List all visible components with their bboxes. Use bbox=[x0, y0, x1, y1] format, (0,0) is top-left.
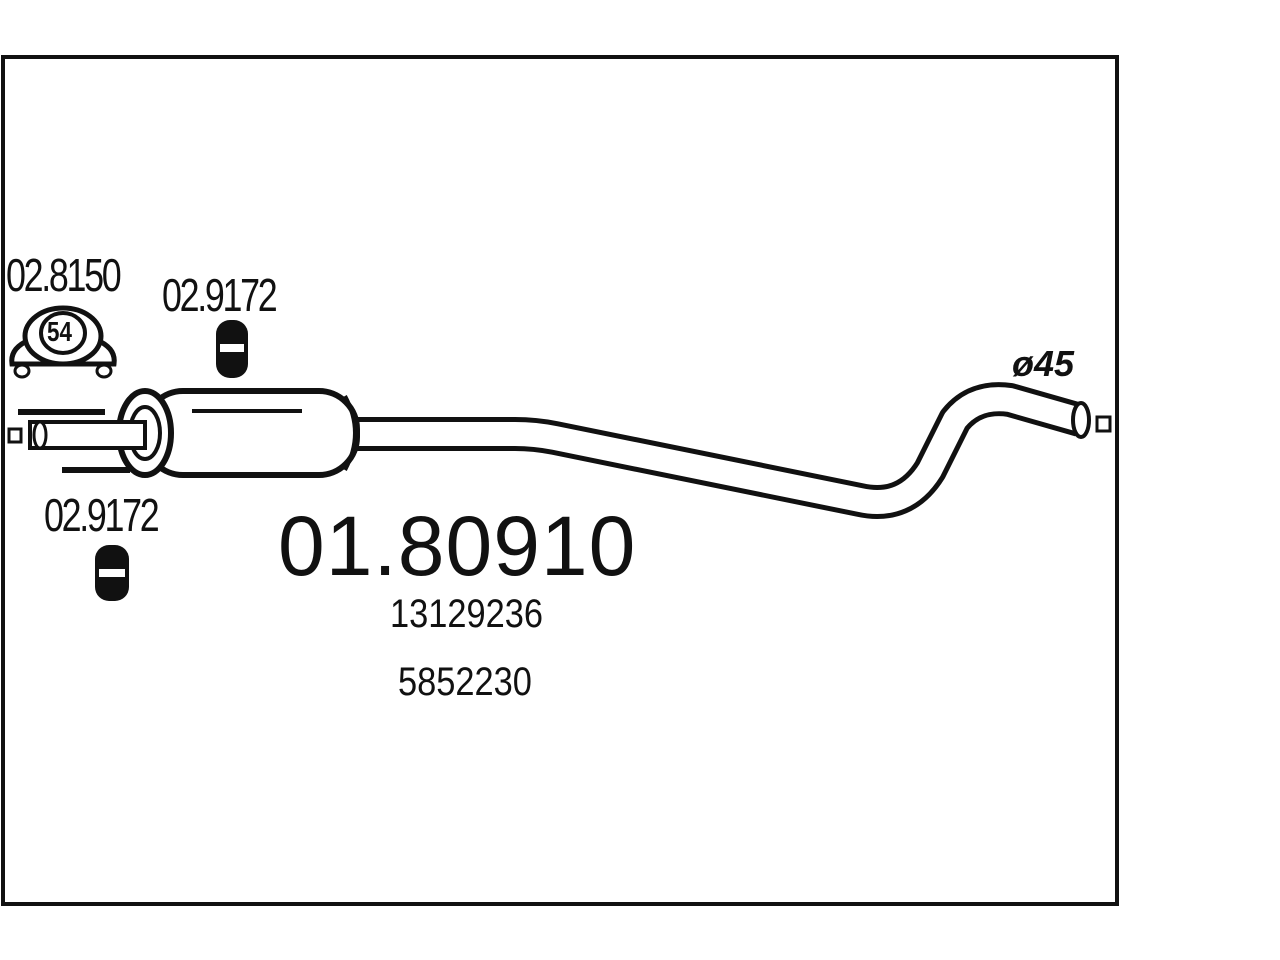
oem-number: 13129236 bbox=[390, 592, 544, 636]
clamp-icon bbox=[9, 305, 117, 379]
clamp-size-label: 54 bbox=[47, 316, 72, 347]
hanger-part-number-bottom: 02.9172 bbox=[44, 489, 160, 541]
pipe-diameter-label: ø45 bbox=[1012, 343, 1075, 384]
rubber-hanger-icon bbox=[95, 545, 129, 601]
exhaust-pipe bbox=[355, 382, 1085, 519]
muffler-body bbox=[142, 388, 360, 478]
inlet-pipe bbox=[18, 409, 147, 473]
inlet-connector bbox=[7, 427, 23, 444]
hanger-part-number-top: 02.9172 bbox=[162, 269, 278, 321]
main-part-number: 01.80910 bbox=[278, 499, 637, 593]
pipe-outlet bbox=[1071, 401, 1091, 439]
oem-number: 5852230 bbox=[398, 660, 532, 704]
clamp-part-number: 02.8150 bbox=[6, 249, 122, 301]
diagram-frame bbox=[1, 55, 1119, 906]
outlet-connector bbox=[1095, 415, 1112, 433]
rubber-hanger-icon bbox=[216, 320, 248, 378]
